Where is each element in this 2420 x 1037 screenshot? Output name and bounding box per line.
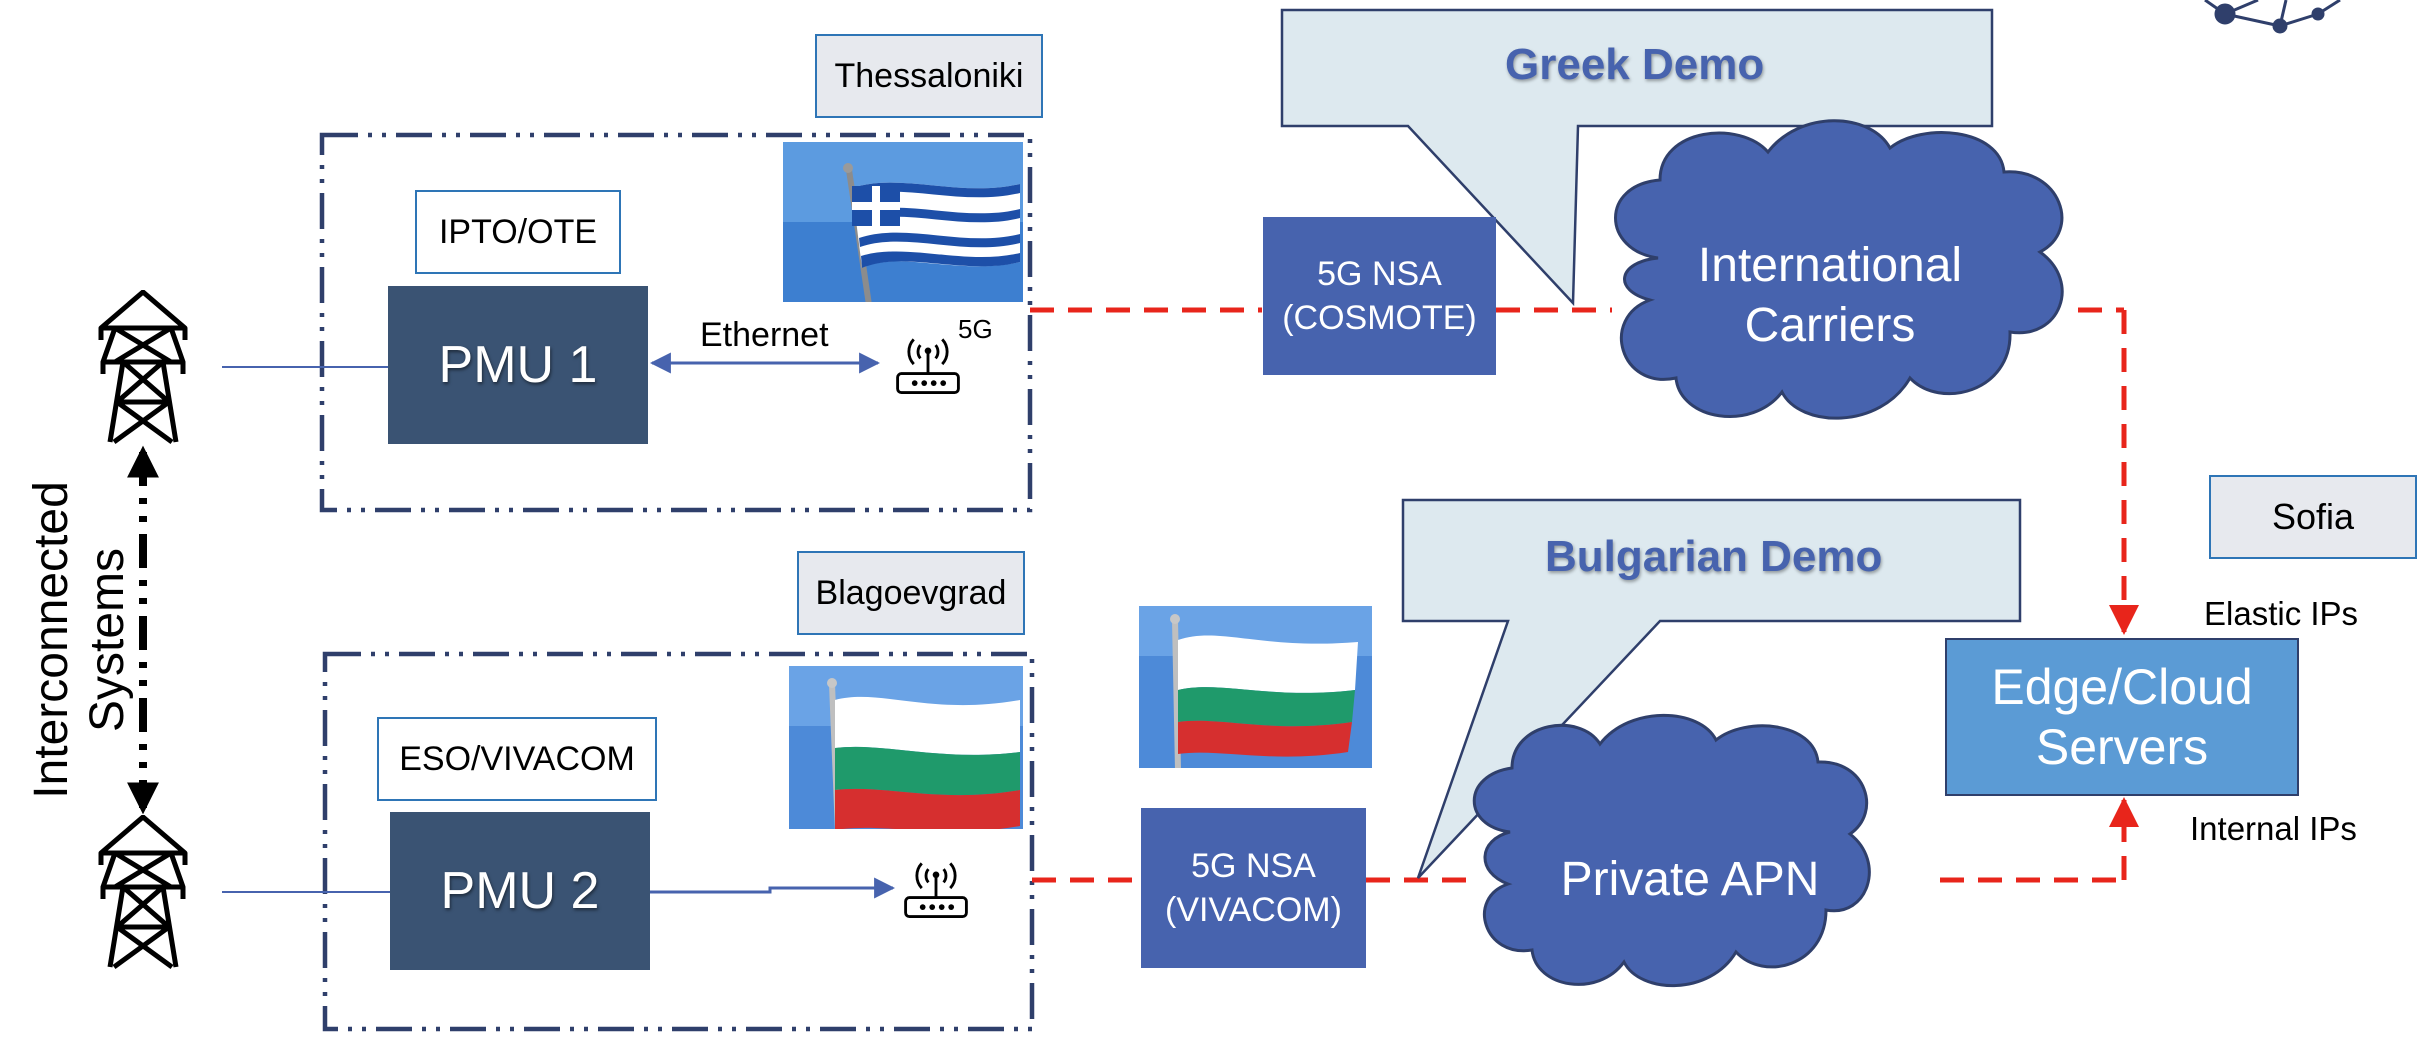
cosmote-line2: (COSMOTE) <box>1282 299 1477 337</box>
private-apn-cloud <box>1472 714 1871 988</box>
greece-flag-image <box>783 142 1023 302</box>
international-carriers-text: International Carriers <box>1640 236 2020 356</box>
interconnected-line1: Interconnected <box>25 481 78 799</box>
greek-5g-path <box>1030 307 2139 635</box>
thessaloniki-label: Thessaloniki <box>815 34 1043 118</box>
pmu-1-box[interactable]: PMU 1 <box>388 286 648 444</box>
vivacom-5g-nsa-box[interactable]: 5G NSA (VIVACOM) <box>1141 808 1366 968</box>
bulgarian-5g-router-icon <box>904 861 968 919</box>
carriers-line1: International <box>1697 239 1963 292</box>
pmu-2-box[interactable]: PMU 2 <box>390 812 650 970</box>
bulgarian-site-boundary <box>322 651 1035 1032</box>
cosmote-line1: 5G NSA <box>1317 255 1442 293</box>
transmission-tower-icon <box>101 292 185 442</box>
vivacom-line2: (VIVACOM) <box>1165 891 1342 929</box>
bulgaria-flag-image <box>789 666 1023 829</box>
eso-vivacom-label: ESO/VIVACOM <box>377 717 657 801</box>
private-apn-text: Private APN <box>1560 853 1820 906</box>
blagoevgrad-label: Blagoevgrad <box>797 551 1025 635</box>
sofia-label: Sofia <box>2209 475 2417 559</box>
bulgaria-flag-image-2 <box>1139 606 1372 768</box>
servers-line2: Servers <box>2035 719 2209 775</box>
network-logo-icon <box>2204 0 2341 34</box>
5g-tag-label: 5G <box>958 314 993 344</box>
interconnected-systems-label: Interconnected Systems <box>24 440 144 840</box>
bulgarian-demo-title: Bulgarian Demo <box>1545 532 1883 581</box>
greek-demo-callout <box>1280 8 1994 307</box>
greek-site-boundary <box>319 132 1033 513</box>
international-carriers-cloud <box>1614 119 2064 420</box>
pmu2-uplink-arrow <box>650 877 896 899</box>
carriers-line2: Carriers <box>1744 299 1916 352</box>
greek-5g-router-icon <box>896 337 960 395</box>
servers-line1: Edge/Cloud <box>1991 659 2253 715</box>
ipto-ote-label: IPTO/OTE <box>415 190 621 274</box>
edge-cloud-servers-box[interactable]: Edge/Cloud Servers <box>1945 638 2299 796</box>
vivacom-line1: 5G NSA <box>1191 847 1316 885</box>
greek-demo-title: Greek Demo <box>1505 40 1765 89</box>
bulgarian-5g-path <box>1032 797 2139 883</box>
interconnected-line2: Systems <box>81 547 134 733</box>
internal-ips-label: Internal IPs <box>2190 810 2357 847</box>
ethernet-label: Ethernet <box>700 316 829 354</box>
cosmote-5g-nsa-box[interactable]: 5G NSA (COSMOTE) <box>1263 217 1496 375</box>
elastic-ips-label: Elastic IPs <box>2204 595 2359 632</box>
